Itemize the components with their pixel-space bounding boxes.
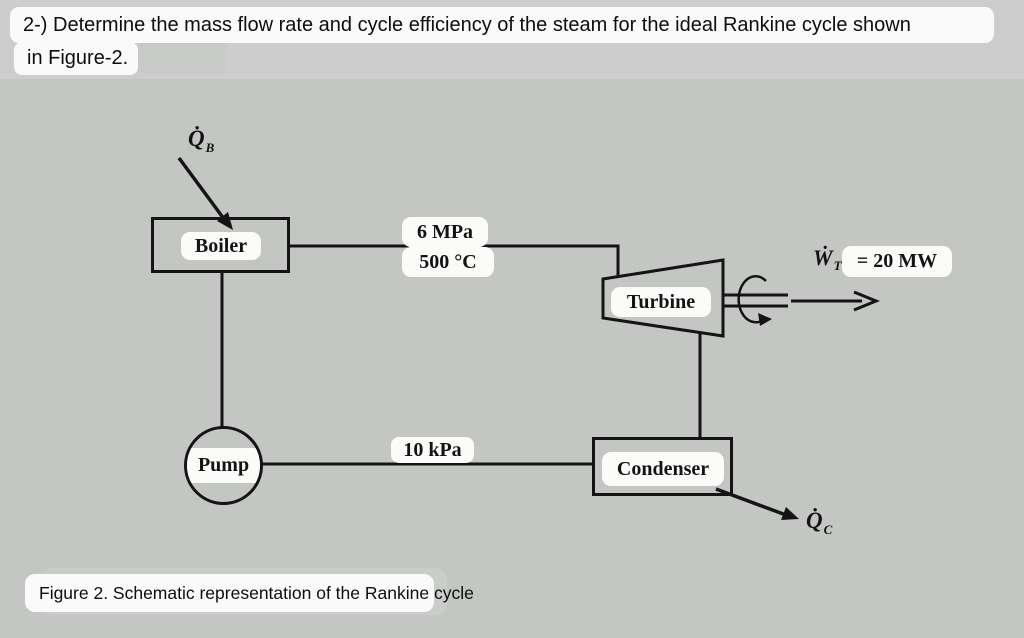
heat-in-letter: Q̇	[188, 126, 205, 151]
heat-in-symbol: Q̇B	[188, 126, 214, 156]
figure-caption: Figure 2. Schematic representation of th…	[25, 574, 474, 612]
turbine-shaft	[723, 293, 788, 308]
shaft-rotation-icon	[737, 275, 772, 326]
heat-out-letter: Q̇	[806, 508, 823, 533]
heat-in-subscript: B	[205, 139, 215, 155]
work-subscript: T	[833, 258, 842, 274]
question-line2: in Figure-2.	[14, 42, 138, 75]
boiler-exit-temperature-label: 500 °C	[402, 247, 494, 277]
work-output-arrow-icon	[791, 290, 880, 312]
boiler-exit-pressure-label: 6 MPa	[402, 217, 488, 247]
question-line2-backing	[138, 43, 226, 74]
pump-circle: Pump	[184, 426, 263, 505]
turbine-work-symbol: ẆT	[813, 245, 842, 274]
pump-label: Pump	[187, 448, 260, 483]
turbine-label: Turbine	[611, 287, 711, 317]
boiler-box	[151, 217, 290, 273]
heat-out-symbol: Q̇C	[806, 508, 832, 538]
turbine-work-value-label: = 20 MW	[842, 246, 952, 277]
boiler-label: Boiler	[181, 232, 261, 260]
question-line1: 2-) Determine the mass flow rate and cyc…	[10, 7, 994, 43]
condenser-label: Condenser	[602, 452, 724, 486]
condenser-box	[592, 437, 733, 496]
work-letter: Ẇ	[813, 245, 833, 270]
heat-in-arrow-icon	[177, 156, 233, 230]
heat-out-subscript: C	[823, 521, 833, 537]
pipe-boiler-turbine	[290, 244, 620, 277]
condenser-pressure-label: 10 kPa	[391, 437, 474, 463]
